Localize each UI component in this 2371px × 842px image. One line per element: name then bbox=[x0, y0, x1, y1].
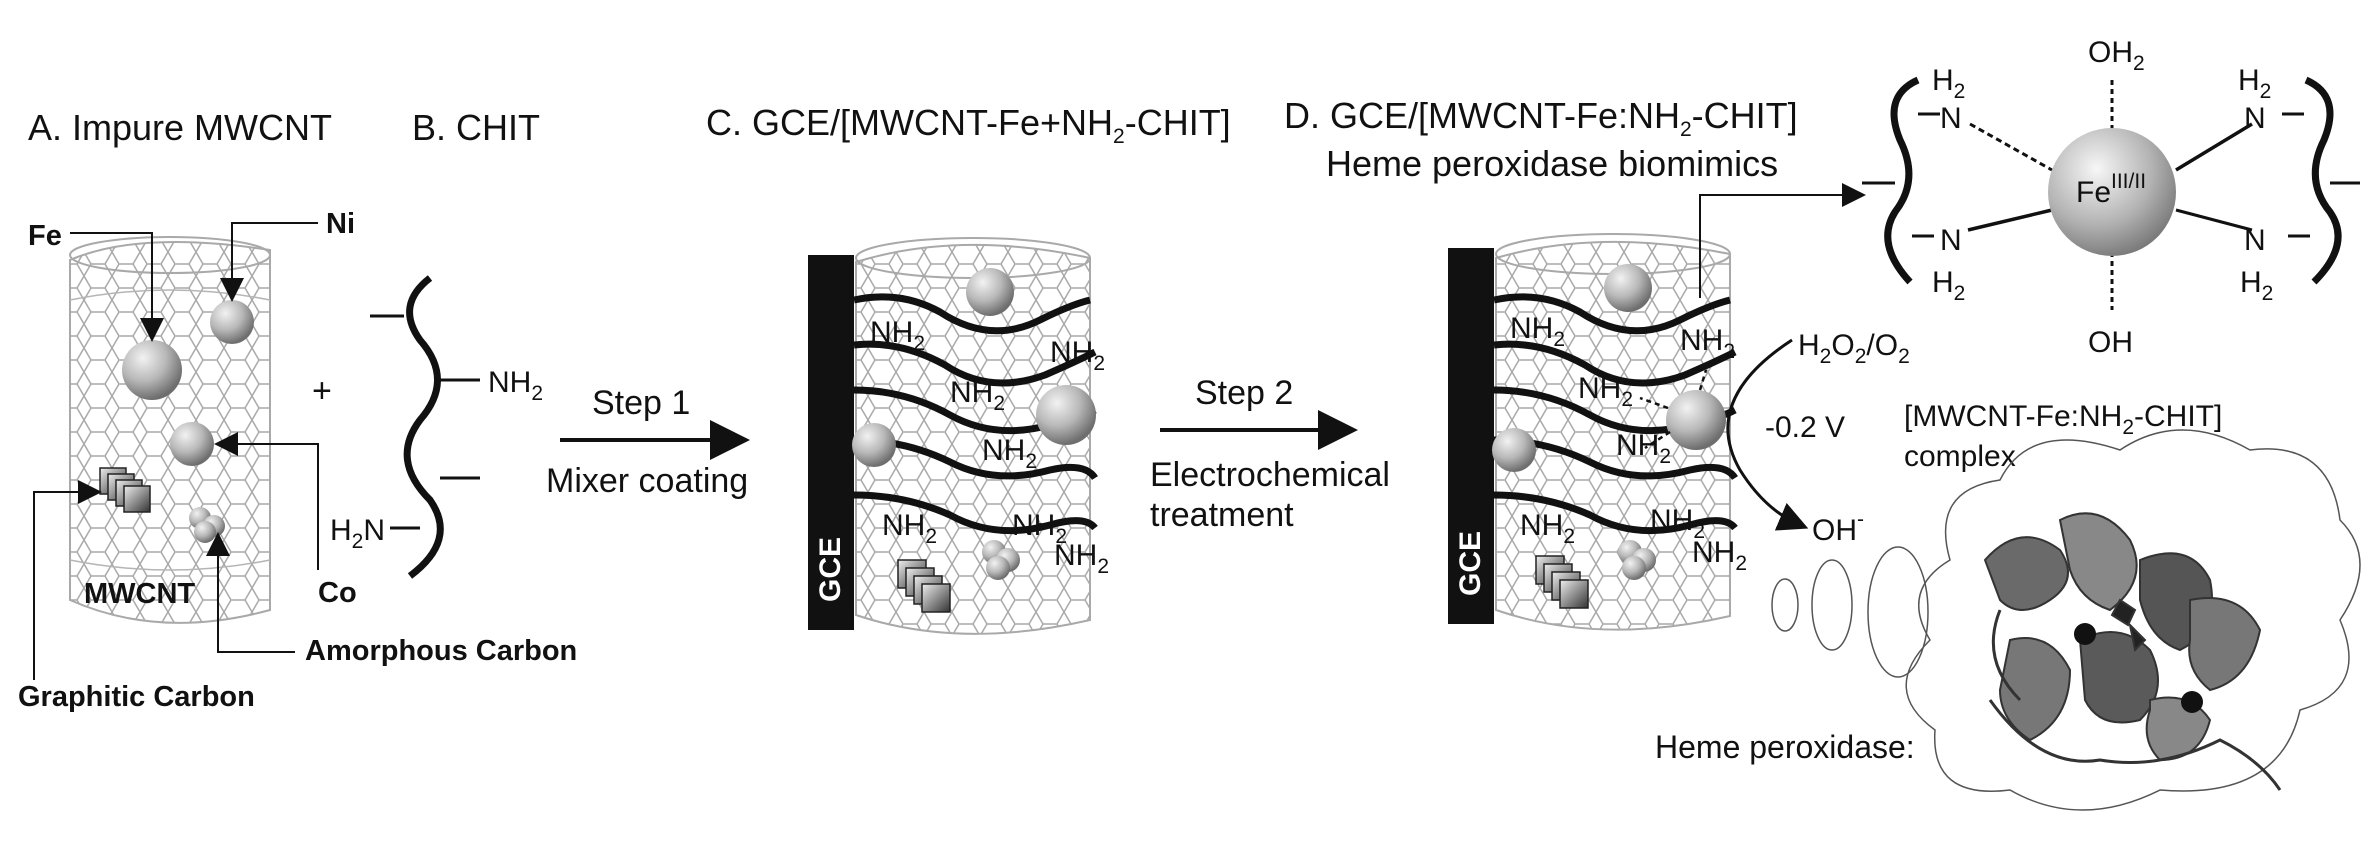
h2-label: H2 bbox=[2238, 64, 2271, 103]
amine-label: NH2 bbox=[882, 509, 937, 548]
panel-b-title: B. CHIT bbox=[412, 107, 540, 148]
complex-zoom-pointer bbox=[1699, 183, 1866, 298]
amine-label: NH2 bbox=[1012, 509, 1067, 548]
panel-d-coordination-bonds bbox=[1639, 369, 1708, 450]
step2-description-line1: Electrochemical bbox=[1150, 456, 1390, 494]
chitosan-chain bbox=[403, 275, 444, 579]
n-label: N bbox=[1940, 224, 1962, 257]
panel-a-title: A. Impure MWCNT bbox=[28, 107, 332, 148]
step1-label: Step 1 bbox=[592, 384, 690, 422]
panel-d-subtitle: Heme peroxidase biomimics bbox=[1326, 143, 1778, 184]
complex-n-labels: N H2 N H2 N H2 N H2 bbox=[1932, 64, 2273, 305]
fe-pointer bbox=[70, 232, 164, 342]
ni-label: Ni bbox=[326, 208, 355, 240]
h2-label: H2 bbox=[2240, 266, 2273, 305]
panel-c-particle-2 bbox=[852, 423, 896, 467]
amorphous-pointer bbox=[206, 532, 295, 653]
fe-center-label: FeIII/II bbox=[2076, 170, 2146, 209]
chitosan-nh2-top: NH2 bbox=[488, 366, 543, 405]
panel-c-chitosan-chains bbox=[853, 293, 1098, 535]
co-particle bbox=[170, 422, 214, 466]
thought-cloud bbox=[1905, 429, 2361, 811]
amine-label: NH2 bbox=[1050, 336, 1105, 375]
co-pointer bbox=[214, 432, 319, 570]
step2-label: Step 2 bbox=[1195, 374, 1293, 412]
amine-label: NH2 bbox=[1520, 509, 1575, 548]
fe-complex-structure bbox=[1862, 76, 2360, 310]
panel-a-nanotube bbox=[69, 236, 271, 624]
n-label: N bbox=[1940, 102, 1962, 135]
panel-c-nanotube bbox=[855, 237, 1091, 635]
panel-d-particle-1 bbox=[1604, 264, 1652, 312]
amine-label: NH2 bbox=[982, 434, 1037, 473]
panel-c-graphitic-cubes bbox=[897, 559, 951, 613]
amine-label: NH2 bbox=[950, 376, 1005, 415]
graphitic-carbon-cubes bbox=[99, 467, 151, 513]
amine-label: NH2 bbox=[1054, 539, 1109, 578]
reduction-arrow bbox=[1726, 338, 1809, 531]
panel-d-amorphous-carbon bbox=[1618, 540, 1656, 580]
heme-iron-dot-2 bbox=[2181, 691, 2203, 713]
panel-c-amine-labels: NH2 NH2 NH2 NH2 NH2 NH2 NH2 bbox=[870, 316, 1109, 578]
amine-label: NH2 bbox=[870, 316, 925, 355]
panel-d-amine-labels: NH2 NH2 NH2 NH2 NH2 NH2 NH2 bbox=[1510, 312, 1747, 575]
electrode-d-label: GCE bbox=[1454, 531, 1487, 596]
electrode-c-label: GCE bbox=[814, 537, 847, 602]
amine-label: NH2 bbox=[1616, 429, 1671, 468]
h2-label: H2 bbox=[1932, 64, 1965, 103]
heme-iron-dot-1 bbox=[2074, 623, 2096, 645]
fe-center-atom bbox=[2048, 128, 2176, 256]
n-label: N bbox=[2244, 102, 2266, 135]
panel-d-particle-2 bbox=[1492, 428, 1536, 472]
complex-label-line2: complex bbox=[1904, 440, 2016, 473]
plus-sign: + bbox=[312, 372, 332, 410]
amine-label: NH2 bbox=[1578, 372, 1633, 411]
ni-particle bbox=[210, 300, 254, 344]
amine-label: NH2 bbox=[1510, 312, 1565, 351]
panel-d-title: D. GCE/[MWCNT-Fe:NH2-CHIT] bbox=[1284, 95, 1798, 141]
hydroxide-label: OH- bbox=[1812, 508, 1864, 547]
panel-c-particle-1 bbox=[966, 268, 1014, 316]
h2o2-o2-label: H2O2/O2 bbox=[1798, 329, 1910, 368]
amine-label: NH2 bbox=[1650, 504, 1705, 543]
amorphous-carbon-label: Amorphous Carbon bbox=[305, 635, 577, 667]
amine-label: NH2 bbox=[1692, 536, 1747, 575]
oh2-top-label: OH2 bbox=[2088, 36, 2145, 75]
panel-d-fe-particle bbox=[1666, 390, 1726, 450]
electrode-c bbox=[808, 255, 854, 630]
panel-c-title: C. GCE/[MWCNT-Fe+NH2-CHIT] bbox=[706, 102, 1231, 148]
graphitic-carbon-label: Graphitic Carbon bbox=[18, 681, 255, 713]
step1-description: Mixer coating bbox=[546, 462, 748, 500]
complex-label-line1: [MWCNT-Fe:NH2-CHIT] bbox=[1904, 400, 2222, 439]
graphitic-pointer bbox=[33, 480, 102, 680]
thought-bubbles bbox=[1771, 546, 1929, 678]
step2-description-line2: treatment bbox=[1150, 496, 1294, 534]
fe-particle bbox=[122, 340, 182, 400]
heme-peroxidase-label: Heme peroxidase: bbox=[1655, 729, 1915, 765]
chitosan-h2n-bottom: H2N bbox=[330, 514, 385, 553]
h2-label: H2 bbox=[1932, 266, 1965, 305]
amine-label: NH2 bbox=[1680, 324, 1735, 363]
panel-d-graphitic-cubes bbox=[1535, 555, 1589, 609]
potential-label: -0.2 V bbox=[1765, 411, 1845, 444]
electrode-d bbox=[1448, 248, 1494, 624]
fe-label: Fe bbox=[28, 220, 62, 252]
mwcnt-label: MWCNT bbox=[84, 578, 195, 610]
n-label: N bbox=[2244, 224, 2266, 257]
oh-bottom-label: OH bbox=[2088, 326, 2133, 359]
heme-peroxidase-structure bbox=[1983, 512, 2282, 791]
panel-c-amorphous-carbon bbox=[982, 540, 1020, 580]
ni-pointer bbox=[220, 222, 318, 302]
co-label: Co bbox=[318, 577, 357, 609]
panel-c-fe-particle bbox=[1036, 385, 1096, 445]
